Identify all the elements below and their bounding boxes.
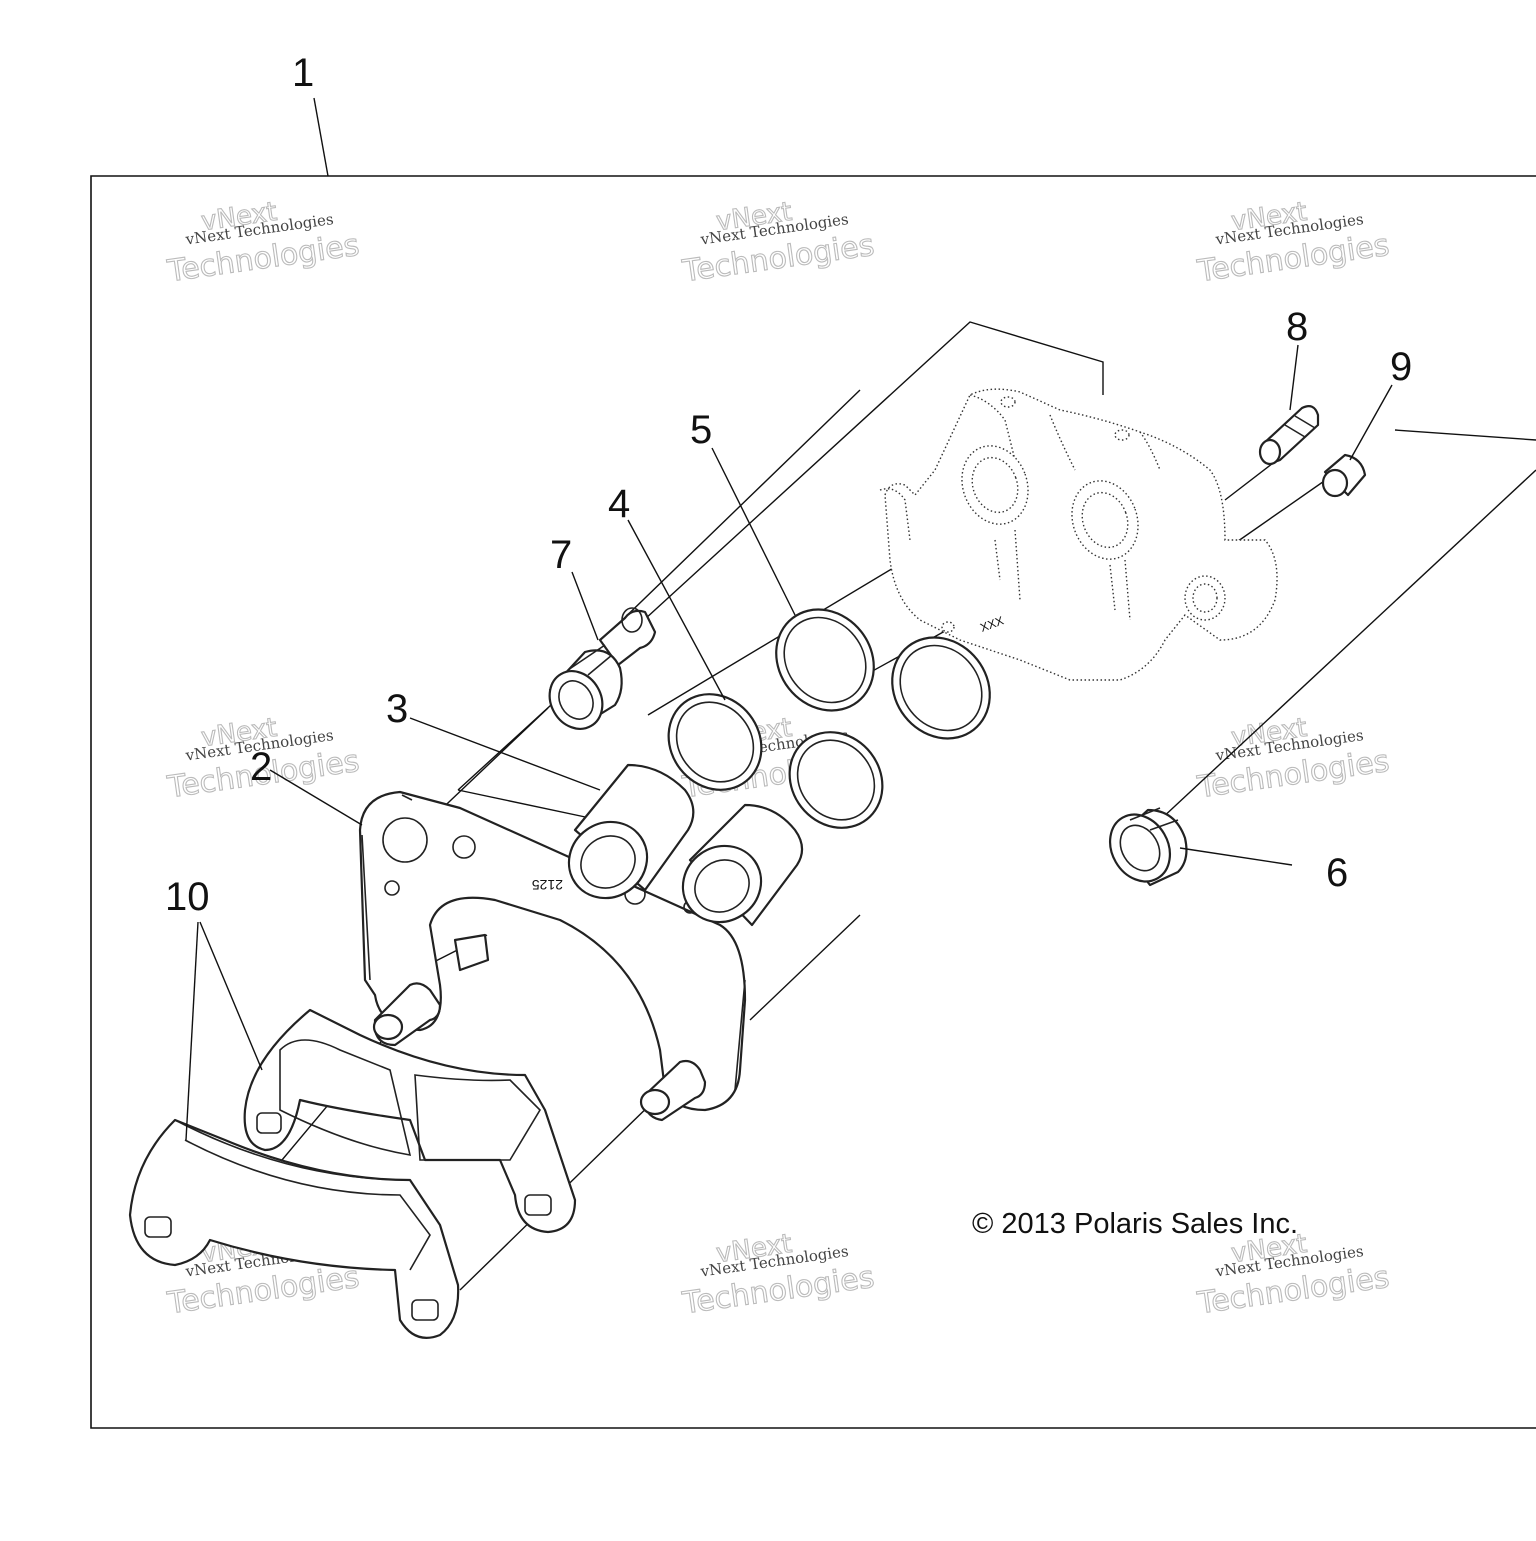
seal-5-left [775,608,875,712]
watermark-top-right: vNext vNext Technologies Technologies [1194,196,1392,290]
callout-6: 6 [1326,851,1348,895]
callout-3: 3 [386,687,408,731]
leader-4 [627,519,726,701]
callout-2: 2 [250,745,272,789]
leader-9 [1349,384,1393,461]
callout-4: 4 [608,482,630,526]
slide-pin-boot-6 [1108,807,1188,887]
callout-7: 7 [550,533,572,577]
seal-4-right [788,731,884,829]
bracket-pin-left [372,933,490,1047]
callout-5: 5 [690,408,712,452]
piston-left [567,763,695,900]
caliper-bracket: 2125 [358,790,747,1112]
bracket-pin-right [639,1059,707,1122]
watermark-top-center: vNext vNext Technologies Technologies [679,196,877,290]
watermark-bottom-center: vNext vNext Technologies Technologies [679,1228,877,1322]
watermark-middle-right: vNext vNext Technologies Technologies [1194,712,1392,806]
brake-pad-front [243,1008,577,1234]
leader-3 [409,717,601,791]
callout-leaders [185,97,1393,1141]
callout-numbers: 1 2 3 4 5 6 7 8 9 10 [165,51,1412,919]
leader-10a [199,921,263,1071]
watermark-top-left: vNext vNext Technologies Technologies [164,196,362,290]
callout-1: 1 [292,51,314,95]
copyright-notice: © 2013 Polaris Sales Inc. [972,1208,1298,1240]
callout-8: 8 [1286,305,1308,349]
leader-8 [1289,344,1299,411]
caliper-housing: XXX [879,388,1278,681]
seal-4-left [667,693,763,791]
leader-6 [1179,847,1293,866]
piston-right [681,803,804,927]
brake-pad-rear [128,1118,460,1339]
assembly-frame [90,175,1536,1429]
seal-5-right [891,636,991,740]
leader-5 [711,447,796,616]
callout-9: 9 [1390,345,1412,389]
leader-7 [571,571,599,641]
leader-10b [185,921,199,1141]
bleeder-valve-8 [1258,405,1320,466]
leader-1 [313,97,329,177]
callout-10: 10 [165,875,210,919]
leader-2 [269,769,363,826]
bracket-stamp: 2125 [532,877,563,893]
slide-pin-bushing-7 [548,607,657,730]
bleeder-cap-9 [1321,453,1367,498]
